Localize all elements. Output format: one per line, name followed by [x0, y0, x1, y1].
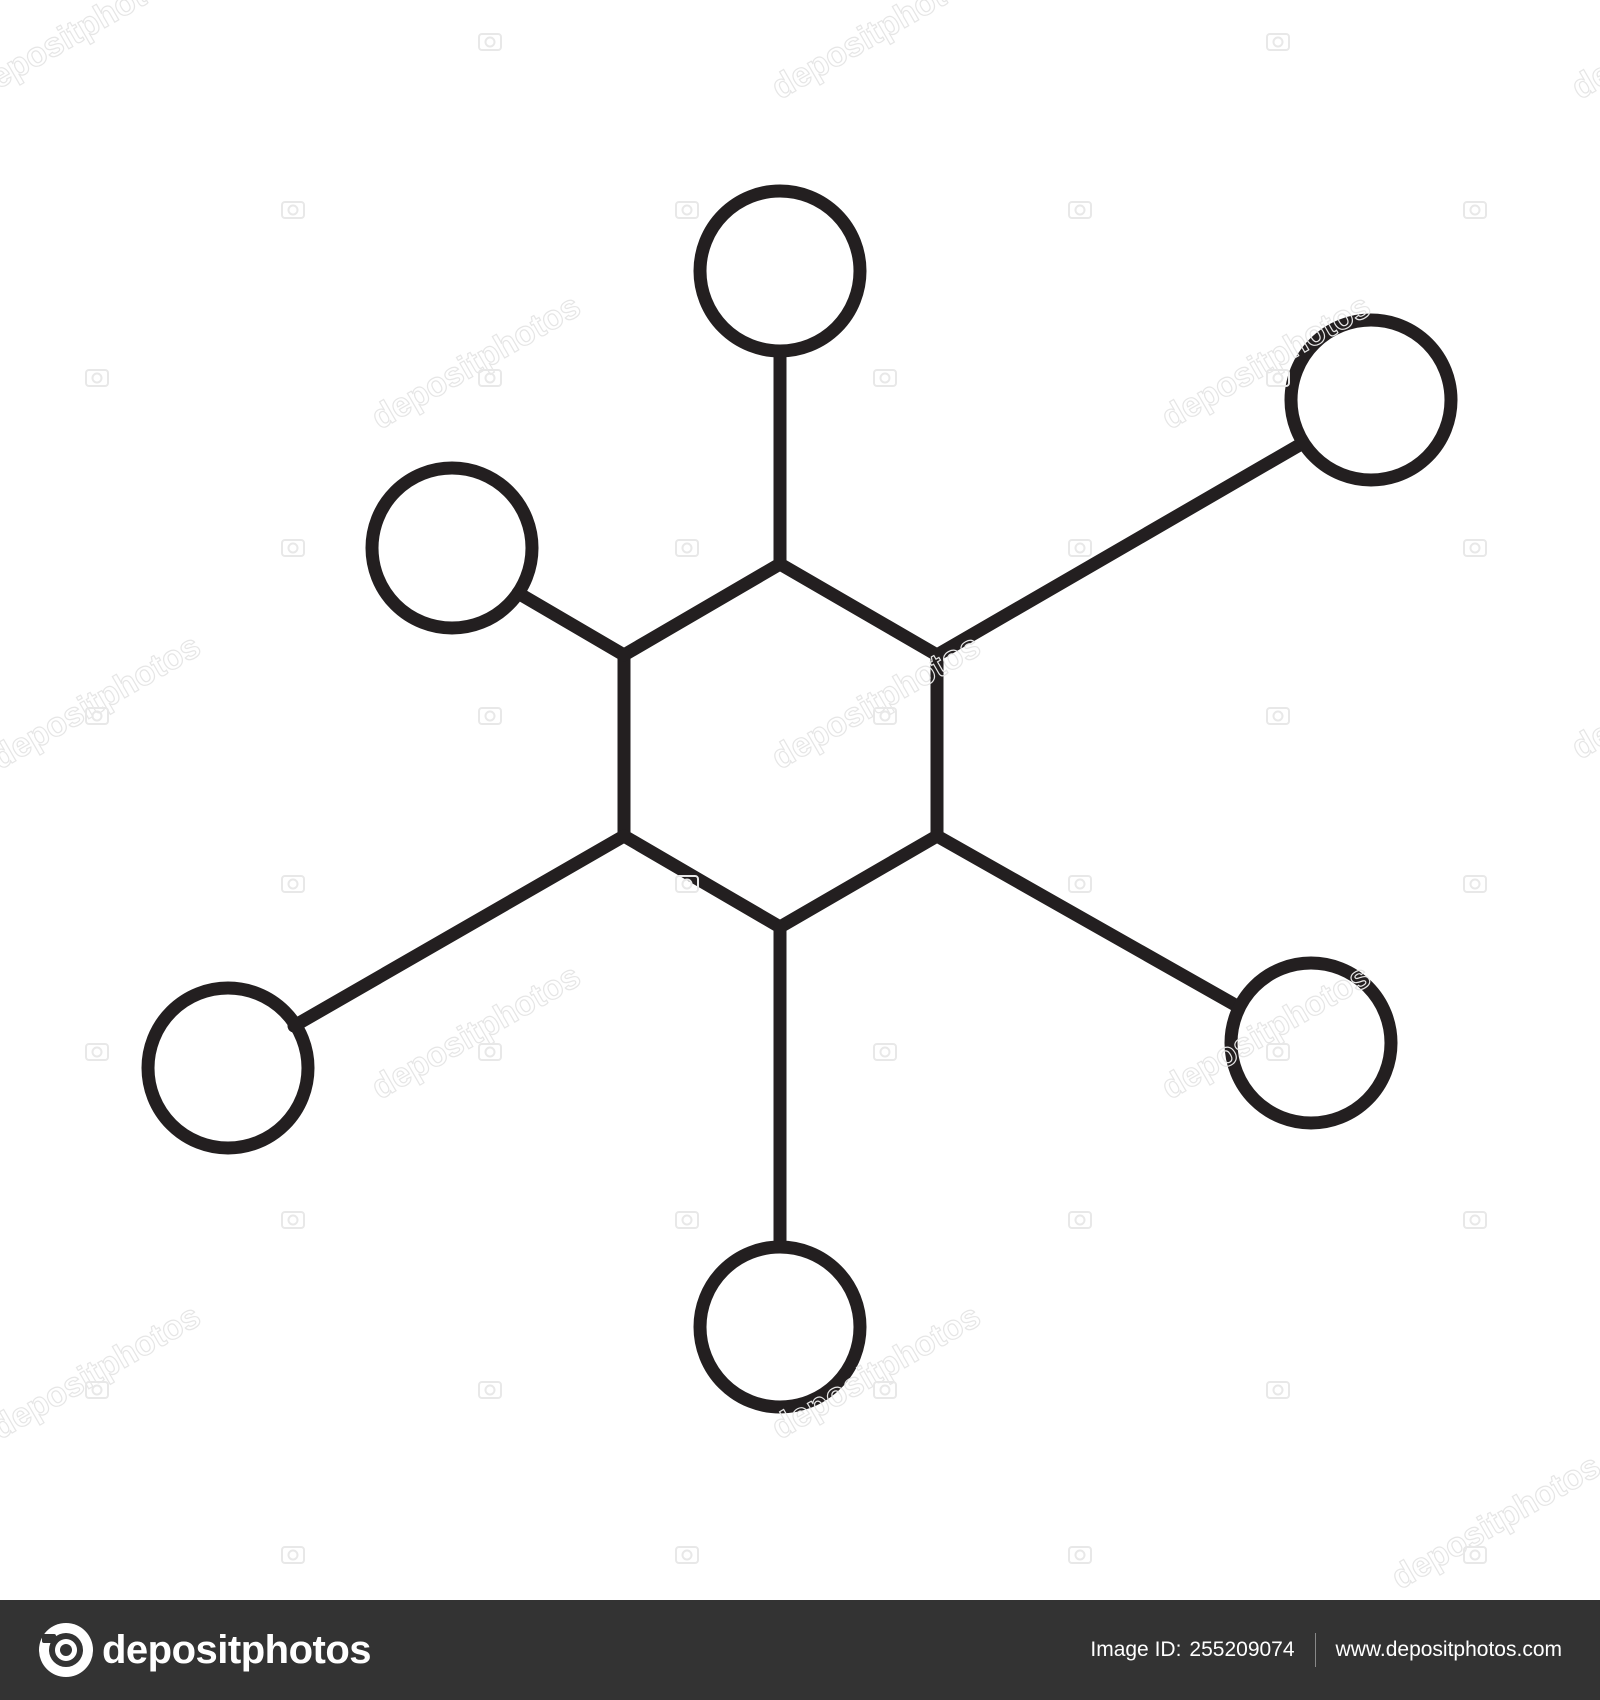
footer-divider [1314, 1633, 1316, 1667]
network-hexagon-diagram [141, 184, 1458, 1414]
node-circle-top-left [365, 461, 539, 635]
node-circle-top-right [1284, 313, 1458, 487]
footer-info: Image ID: 255209074 www.depositphotos.co… [1090, 1600, 1562, 1700]
brand-name: depositphotos [102, 1627, 372, 1672]
camera-aperture-icon [39, 1623, 93, 1677]
connector-bottom-left [287, 829, 631, 1033]
connector-top-right [930, 436, 1310, 662]
image-id-value: 255209074 [1189, 1638, 1295, 1661]
image-id-label: Image ID: [1090, 1638, 1182, 1661]
website-link[interactable]: www.depositphotos.com [1335, 1638, 1562, 1661]
node-circle-bottom-right [1224, 956, 1398, 1130]
connector-bottom-right [930, 829, 1244, 1013]
center-hexagon [617, 557, 944, 934]
footer-bar: depositphotos Image ID: 255209074 www.de… [0, 1600, 1600, 1700]
node-circle-bottom [693, 1240, 867, 1414]
brand-logo-link[interactable]: depositphotos [38, 1620, 372, 1680]
connector-top-left [511, 586, 631, 662]
node-circle-bottom-left [141, 981, 315, 1155]
node-circle-top [693, 184, 867, 358]
